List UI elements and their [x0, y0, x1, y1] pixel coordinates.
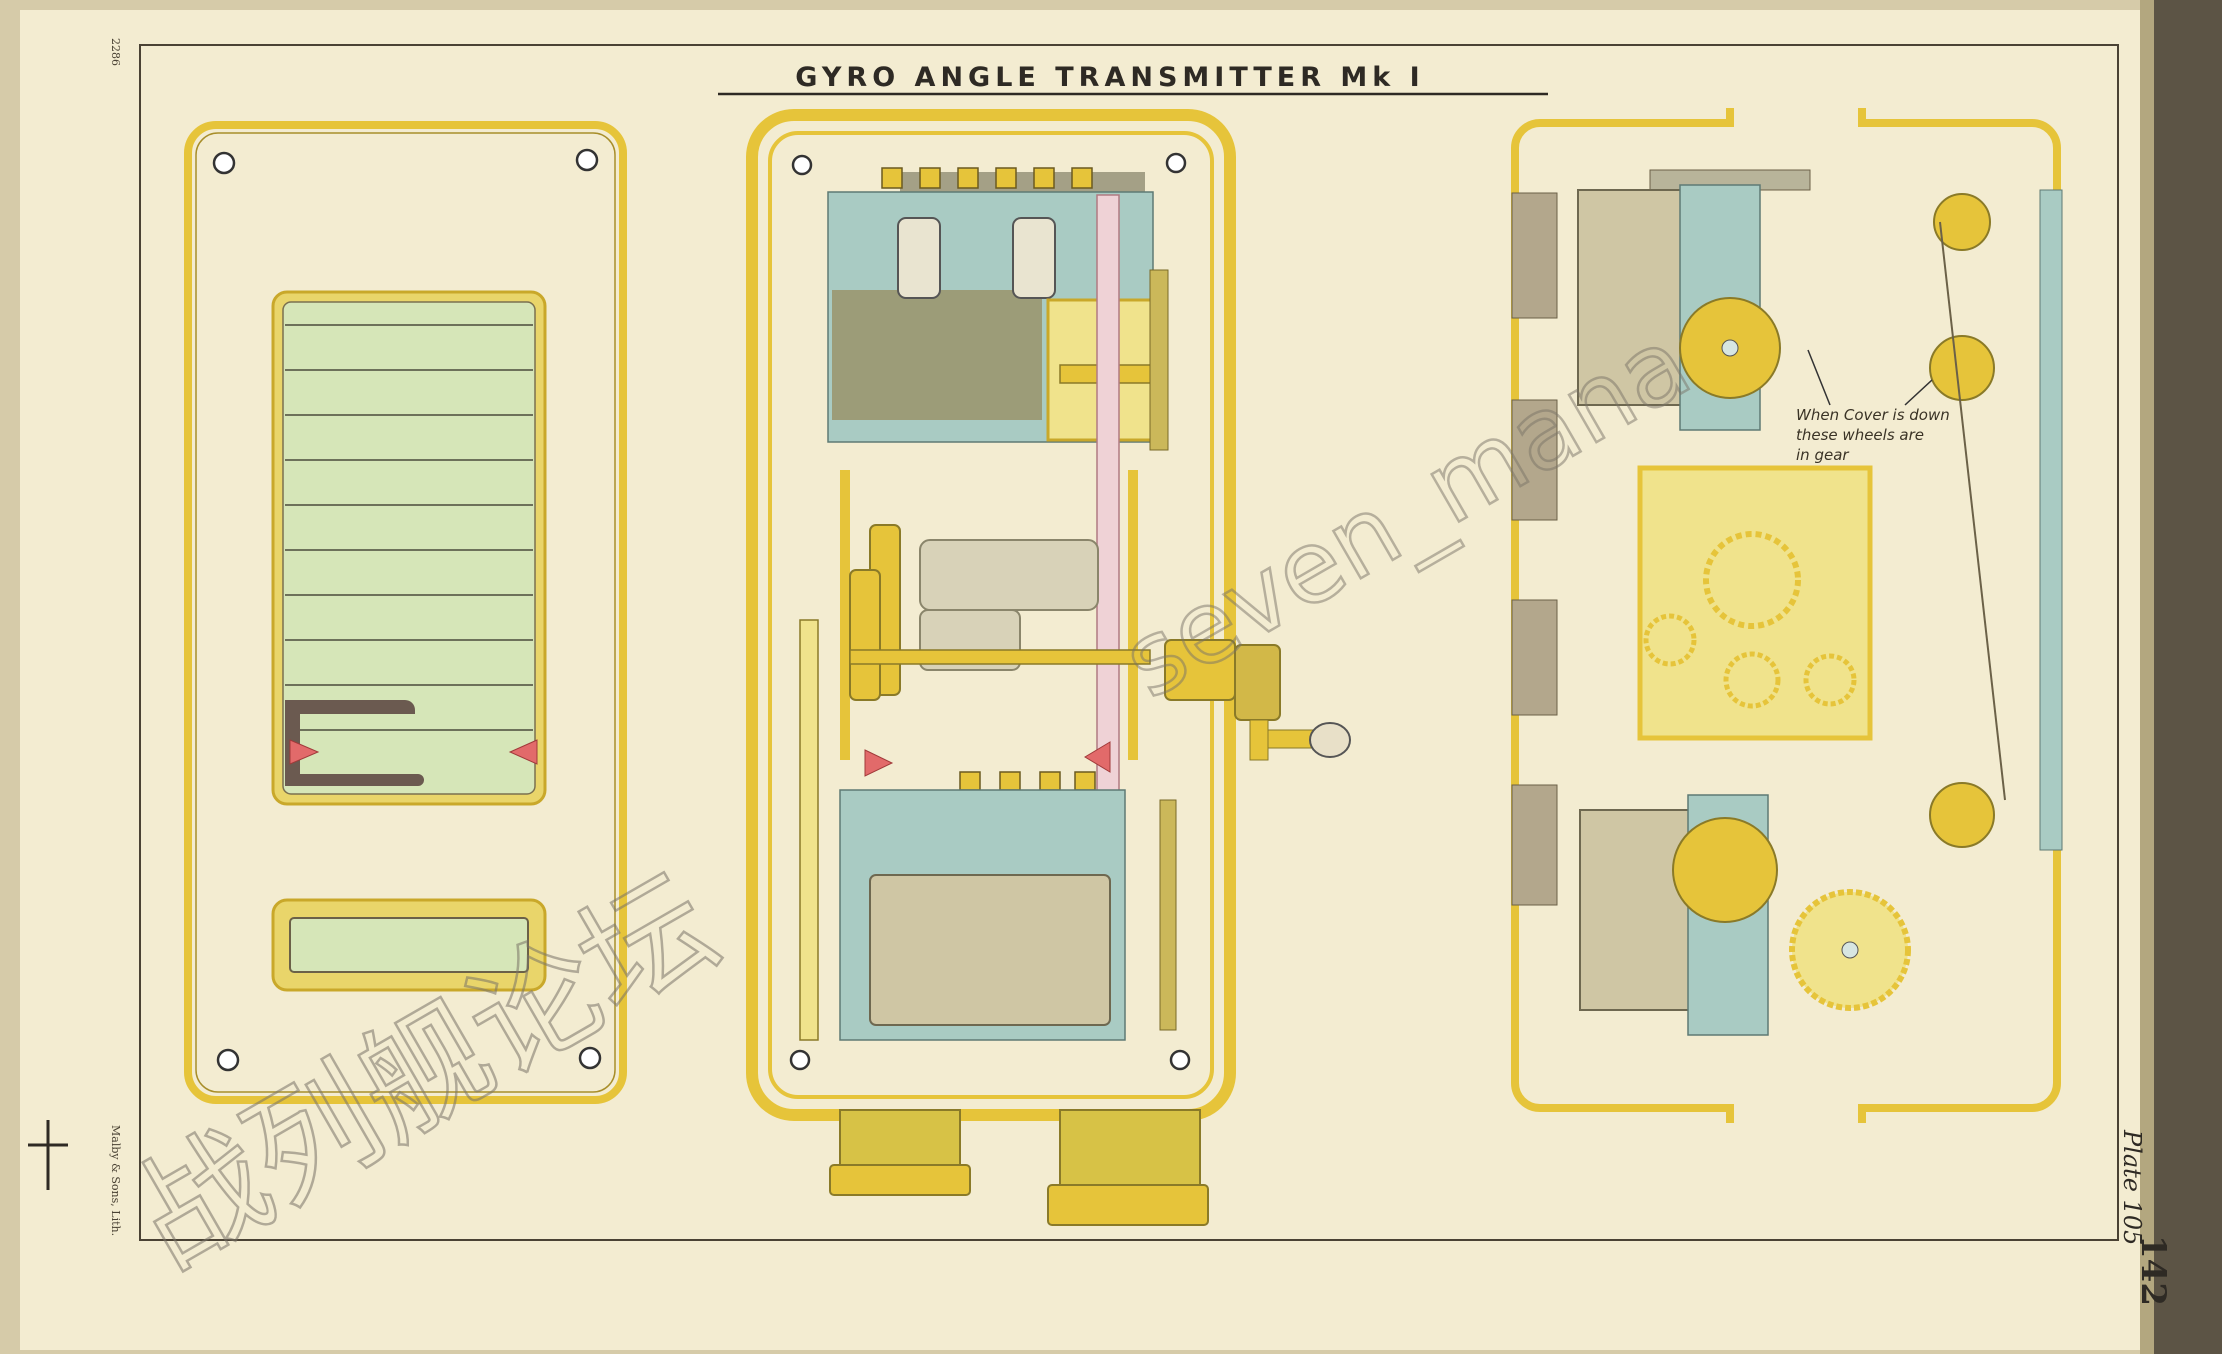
edge-note: 2286 [109, 38, 122, 66]
screw-icon [575, 148, 599, 172]
middle-drum [919, 539, 1099, 611]
left-pointer-icon [289, 739, 320, 765]
screw-icon [791, 154, 813, 176]
rack [799, 619, 819, 1041]
terminal-screws [881, 167, 1093, 189]
plate-label: Plate 105 [2118, 1129, 2146, 1245]
page-number: 142 [2133, 1235, 2173, 1306]
screw-icon [578, 1046, 602, 1070]
gear-wheel-icon [1929, 335, 1995, 401]
screw-icon [212, 151, 236, 175]
callout-line-1: When Cover is down [1796, 406, 1950, 424]
side-view: When Cover is down these wheels are in g… [1511, 108, 2063, 1123]
callout-line-3: in gear [1796, 446, 1849, 464]
printer-credit: Malby & Sons, Lith. [109, 1125, 122, 1236]
mechanism-view [746, 109, 1351, 1226]
screw-icon [216, 1048, 240, 1072]
gear-wheel-icon [1672, 817, 1778, 923]
screw-icon [1165, 152, 1187, 174]
pointer-bracket [285, 700, 424, 786]
lower-gear-icon [1159, 799, 1177, 1031]
screw-icon [1169, 1049, 1191, 1071]
scale-lines [285, 324, 533, 731]
cable-gland [1059, 1109, 1201, 1191]
drive-shaft [849, 649, 1151, 665]
gear-wheel-icon [1933, 193, 1991, 251]
crank-knob-icon [1309, 722, 1351, 758]
plate-border [139, 44, 2119, 1241]
right-pointer-icon [508, 739, 538, 765]
gear-wheel-icon [1929, 782, 1995, 848]
book-gutter [2150, 0, 2222, 1354]
screw-icon [789, 1049, 811, 1071]
gear-plate [1637, 465, 1873, 741]
front-cover-view [184, 121, 627, 1104]
plate-title: GYRO ANGLE TRANSMITTER Mk I [795, 62, 1424, 93]
callout-line-2: these wheels are [1796, 426, 1924, 444]
cable-gland [839, 1109, 961, 1171]
